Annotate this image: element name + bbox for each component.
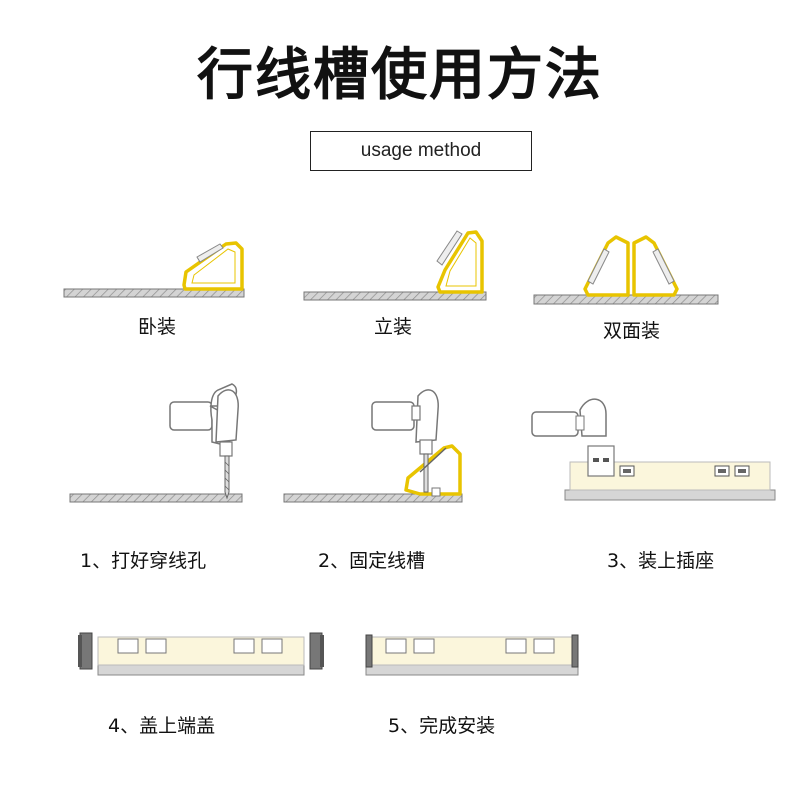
double-sided-mount-diagram <box>533 235 719 305</box>
mode-label-double: 双面装 <box>603 320 661 342</box>
step3-socket-diagram <box>531 398 776 501</box>
channel-profile <box>436 230 484 294</box>
base-strip <box>365 664 579 676</box>
horizontal-mount-diagram <box>63 241 245 298</box>
step-label-3: 3、装上插座 <box>607 550 715 572</box>
drill-icon <box>169 383 239 500</box>
mode-label-horizontal: 卧装 <box>138 316 177 338</box>
step2-fix-channel-diagram <box>283 389 463 503</box>
cover-strip <box>196 243 224 263</box>
socket <box>505 638 527 654</box>
step4-endcap-diagram <box>78 632 324 676</box>
floor-slab <box>63 288 245 298</box>
step1-drill-diagram <box>69 383 243 503</box>
channel-profile <box>404 444 462 496</box>
step5-complete-diagram <box>365 634 579 676</box>
left-cover-strip <box>587 248 610 285</box>
end-cap-left <box>365 634 373 668</box>
right-channel-profile <box>632 235 679 297</box>
end-cap-right <box>571 634 579 668</box>
socket-mounted <box>587 445 615 477</box>
floor-slab <box>303 291 487 301</box>
channel-inner <box>445 237 477 287</box>
floor-slab <box>69 493 243 503</box>
screw-mark <box>431 487 441 497</box>
page-title: 行线槽使用方法 <box>197 43 603 108</box>
end-cap-right-icon <box>309 632 324 670</box>
hammer-drill-icon <box>531 398 607 437</box>
channel-profile <box>182 241 244 291</box>
right-cover-strip <box>652 248 675 285</box>
socket <box>117 638 139 654</box>
socket <box>145 638 167 654</box>
floor-slab <box>283 493 463 503</box>
step-label-2: 2、固定线槽 <box>318 550 426 572</box>
screwdriver-icon <box>371 389 447 493</box>
mode-label-vertical: 立装 <box>374 316 413 338</box>
left-channel-profile <box>583 235 630 297</box>
step-label-4: 4、盖上端盖 <box>108 715 216 737</box>
socket <box>233 638 255 654</box>
subtitle-box: usage method <box>310 131 532 171</box>
socket <box>261 638 283 654</box>
end-cap-left-icon <box>78 632 93 670</box>
channel-inner <box>191 248 236 284</box>
vertical-mount-diagram <box>303 230 487 301</box>
socket <box>533 638 555 654</box>
step-label-5: 5、完成安装 <box>388 715 496 737</box>
step-label-1: 1、打好穿线孔 <box>80 550 207 572</box>
socket <box>413 638 435 654</box>
cover-strip <box>436 230 463 266</box>
base-strip <box>97 664 305 676</box>
subtitle-text: usage method <box>360 140 482 161</box>
floor-slab <box>564 489 776 501</box>
socket <box>385 638 407 654</box>
